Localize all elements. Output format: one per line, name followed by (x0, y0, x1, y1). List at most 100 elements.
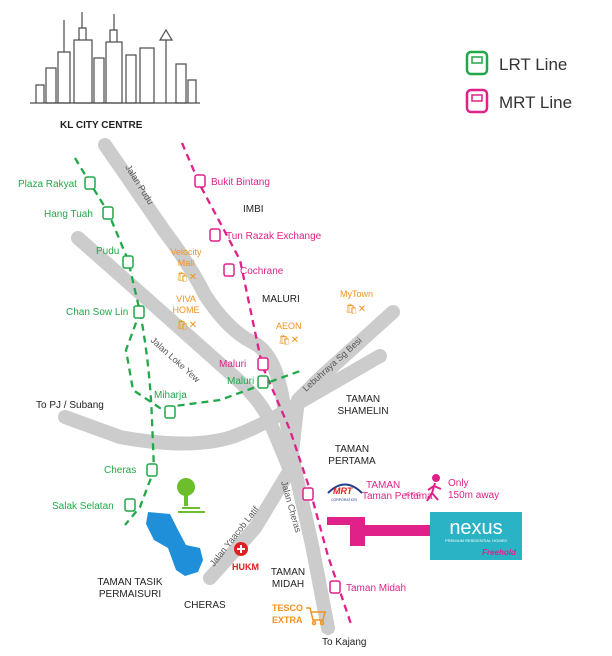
station-label: Pudu (96, 246, 119, 257)
mall-label-line: VIVA (176, 294, 196, 304)
station-label: Hang Tuah (44, 209, 93, 220)
tree-icon (177, 478, 205, 513)
mrt-train-icon (209, 228, 221, 242)
shopping-bag-icon: 🛍✕ (176, 319, 197, 331)
legend-lrt: LRT Line (465, 50, 567, 76)
lrt-station-maluri: Maluri (227, 375, 269, 389)
shopping-bag-icon: 🛍✕ (176, 271, 197, 283)
station-label: Miharja (154, 390, 187, 401)
station-label-line: Taman Pertama (362, 491, 433, 502)
nexus-pointer (327, 517, 430, 546)
station-label: Maluri (227, 376, 254, 387)
walk-text-line: Only (448, 478, 469, 489)
mall-label-line: EXTRA (272, 615, 303, 625)
mrt-station-bukit-bintang: Bukit Bintang (194, 174, 270, 188)
lrt-station-plaza-rakyat: Plaza Rakyat (18, 176, 96, 190)
area-cheras: CHERAS (184, 600, 226, 611)
nexus-name: nexus (449, 517, 502, 539)
lrt-stations: Plaza Rakyat Hang Tuah Pudu Chan Sow Lin… (18, 176, 269, 512)
lrt-train-icon (146, 463, 158, 477)
area-label-line: TAMAN (271, 567, 305, 578)
walk-arrows: <<< (405, 489, 421, 499)
station-label: Salak Selatan (52, 501, 114, 512)
lrt-station-hang-tuah: Hang Tuah (44, 206, 114, 220)
area-maluri: MALURI (262, 294, 300, 305)
mrt-train-icon (302, 487, 314, 501)
landmark-label: KL CITY CENTRE (60, 120, 143, 131)
lrt-station-pudu: Pudu (96, 246, 134, 269)
station-label: Cheras (104, 465, 136, 476)
mall-label-line: Velocity (170, 247, 202, 257)
mrt-corp-logo: MRT CORPORATION (327, 483, 363, 502)
station-label: Taman Midah (346, 583, 406, 594)
direction-kajang: To Kajang (322, 637, 366, 648)
mrt-train-icon (257, 357, 269, 371)
mrt-station-maluri: Maluri (219, 357, 269, 371)
mrt-train-icon (329, 580, 341, 594)
lrt-station-miharja: Miharja (154, 390, 187, 419)
walking-person-icon (426, 474, 442, 502)
lrt-train-icon (133, 305, 145, 319)
area-label-line: MIDAH (272, 579, 304, 590)
nexus-tenure: Freehold (482, 548, 517, 557)
area-label-line: SHAMELIN (337, 406, 388, 417)
lrt-line (74, 157, 301, 526)
lrt-train-icon (164, 405, 176, 419)
mall-tesco-extra: TESCO EXTRA (272, 603, 326, 626)
area-label-line: TAMAN (335, 444, 369, 455)
lrt-train-icon (465, 50, 489, 76)
station-label: Bukit Bintang (211, 177, 270, 188)
lrt-station-cheras: Cheras (104, 463, 158, 477)
mall-label: TESCO EXTRA (272, 603, 303, 625)
hospital-hukm: HUKM (232, 542, 259, 572)
legend-mrt-label: MRT Line (499, 93, 572, 112)
mrt-logo-text: MRT (333, 486, 354, 496)
lrt-train-icon (84, 176, 96, 190)
station-label-line: TAMAN (366, 480, 400, 491)
lrt-station-salak-selatan: Salak Selatan (52, 498, 136, 512)
area-imbi: IMBI (243, 204, 264, 215)
legend-mrt: MRT Line (465, 88, 572, 114)
station-label: Tun Razak Exchange (226, 231, 322, 242)
nexus-badge (430, 512, 522, 560)
mall-label-line: HOME (173, 305, 200, 315)
shopping-cart-icon (306, 607, 326, 626)
mall-mytown: MyTown 🛍✕ (340, 289, 373, 315)
lrt-train-icon (102, 206, 114, 220)
lrt-station-chan-sow-lin: Chan Sow Lin (66, 305, 145, 319)
station-label: Plaza Rakyat (18, 179, 77, 190)
mrt-train-icon (465, 88, 489, 114)
mrt-station-tun-razak-exchange: Tun Razak Exchange (209, 228, 322, 242)
mall-label: MyTown (340, 289, 373, 299)
mall-label-line: Mall (178, 258, 195, 268)
hospital-label: HUKM (232, 562, 259, 572)
station-label: Maluri (219, 359, 246, 370)
area-label-line: PERMAISURI (99, 589, 161, 600)
area-label-line: TAMAN TASIK (97, 577, 162, 588)
mall-aeon: AEON 🛍✕ (276, 321, 302, 346)
lake-icon (146, 512, 203, 576)
walk-text-line: 150m away (448, 490, 499, 501)
legend-lrt-label: LRT Line (499, 55, 567, 74)
mrt-train-icon (223, 263, 235, 277)
mall-label-line: TESCO (272, 603, 303, 613)
mrt-station-taman-midah: Taman Midah (329, 580, 406, 594)
area-label-line: PERTAMA (328, 456, 376, 467)
mrt-station-cochrane: Cochrane (223, 263, 284, 277)
nexus-tagline: PREMIUM RESIDENTIAL HOMES (445, 538, 507, 543)
lrt-train-icon (257, 375, 269, 389)
lrt-train-icon (122, 255, 134, 269)
